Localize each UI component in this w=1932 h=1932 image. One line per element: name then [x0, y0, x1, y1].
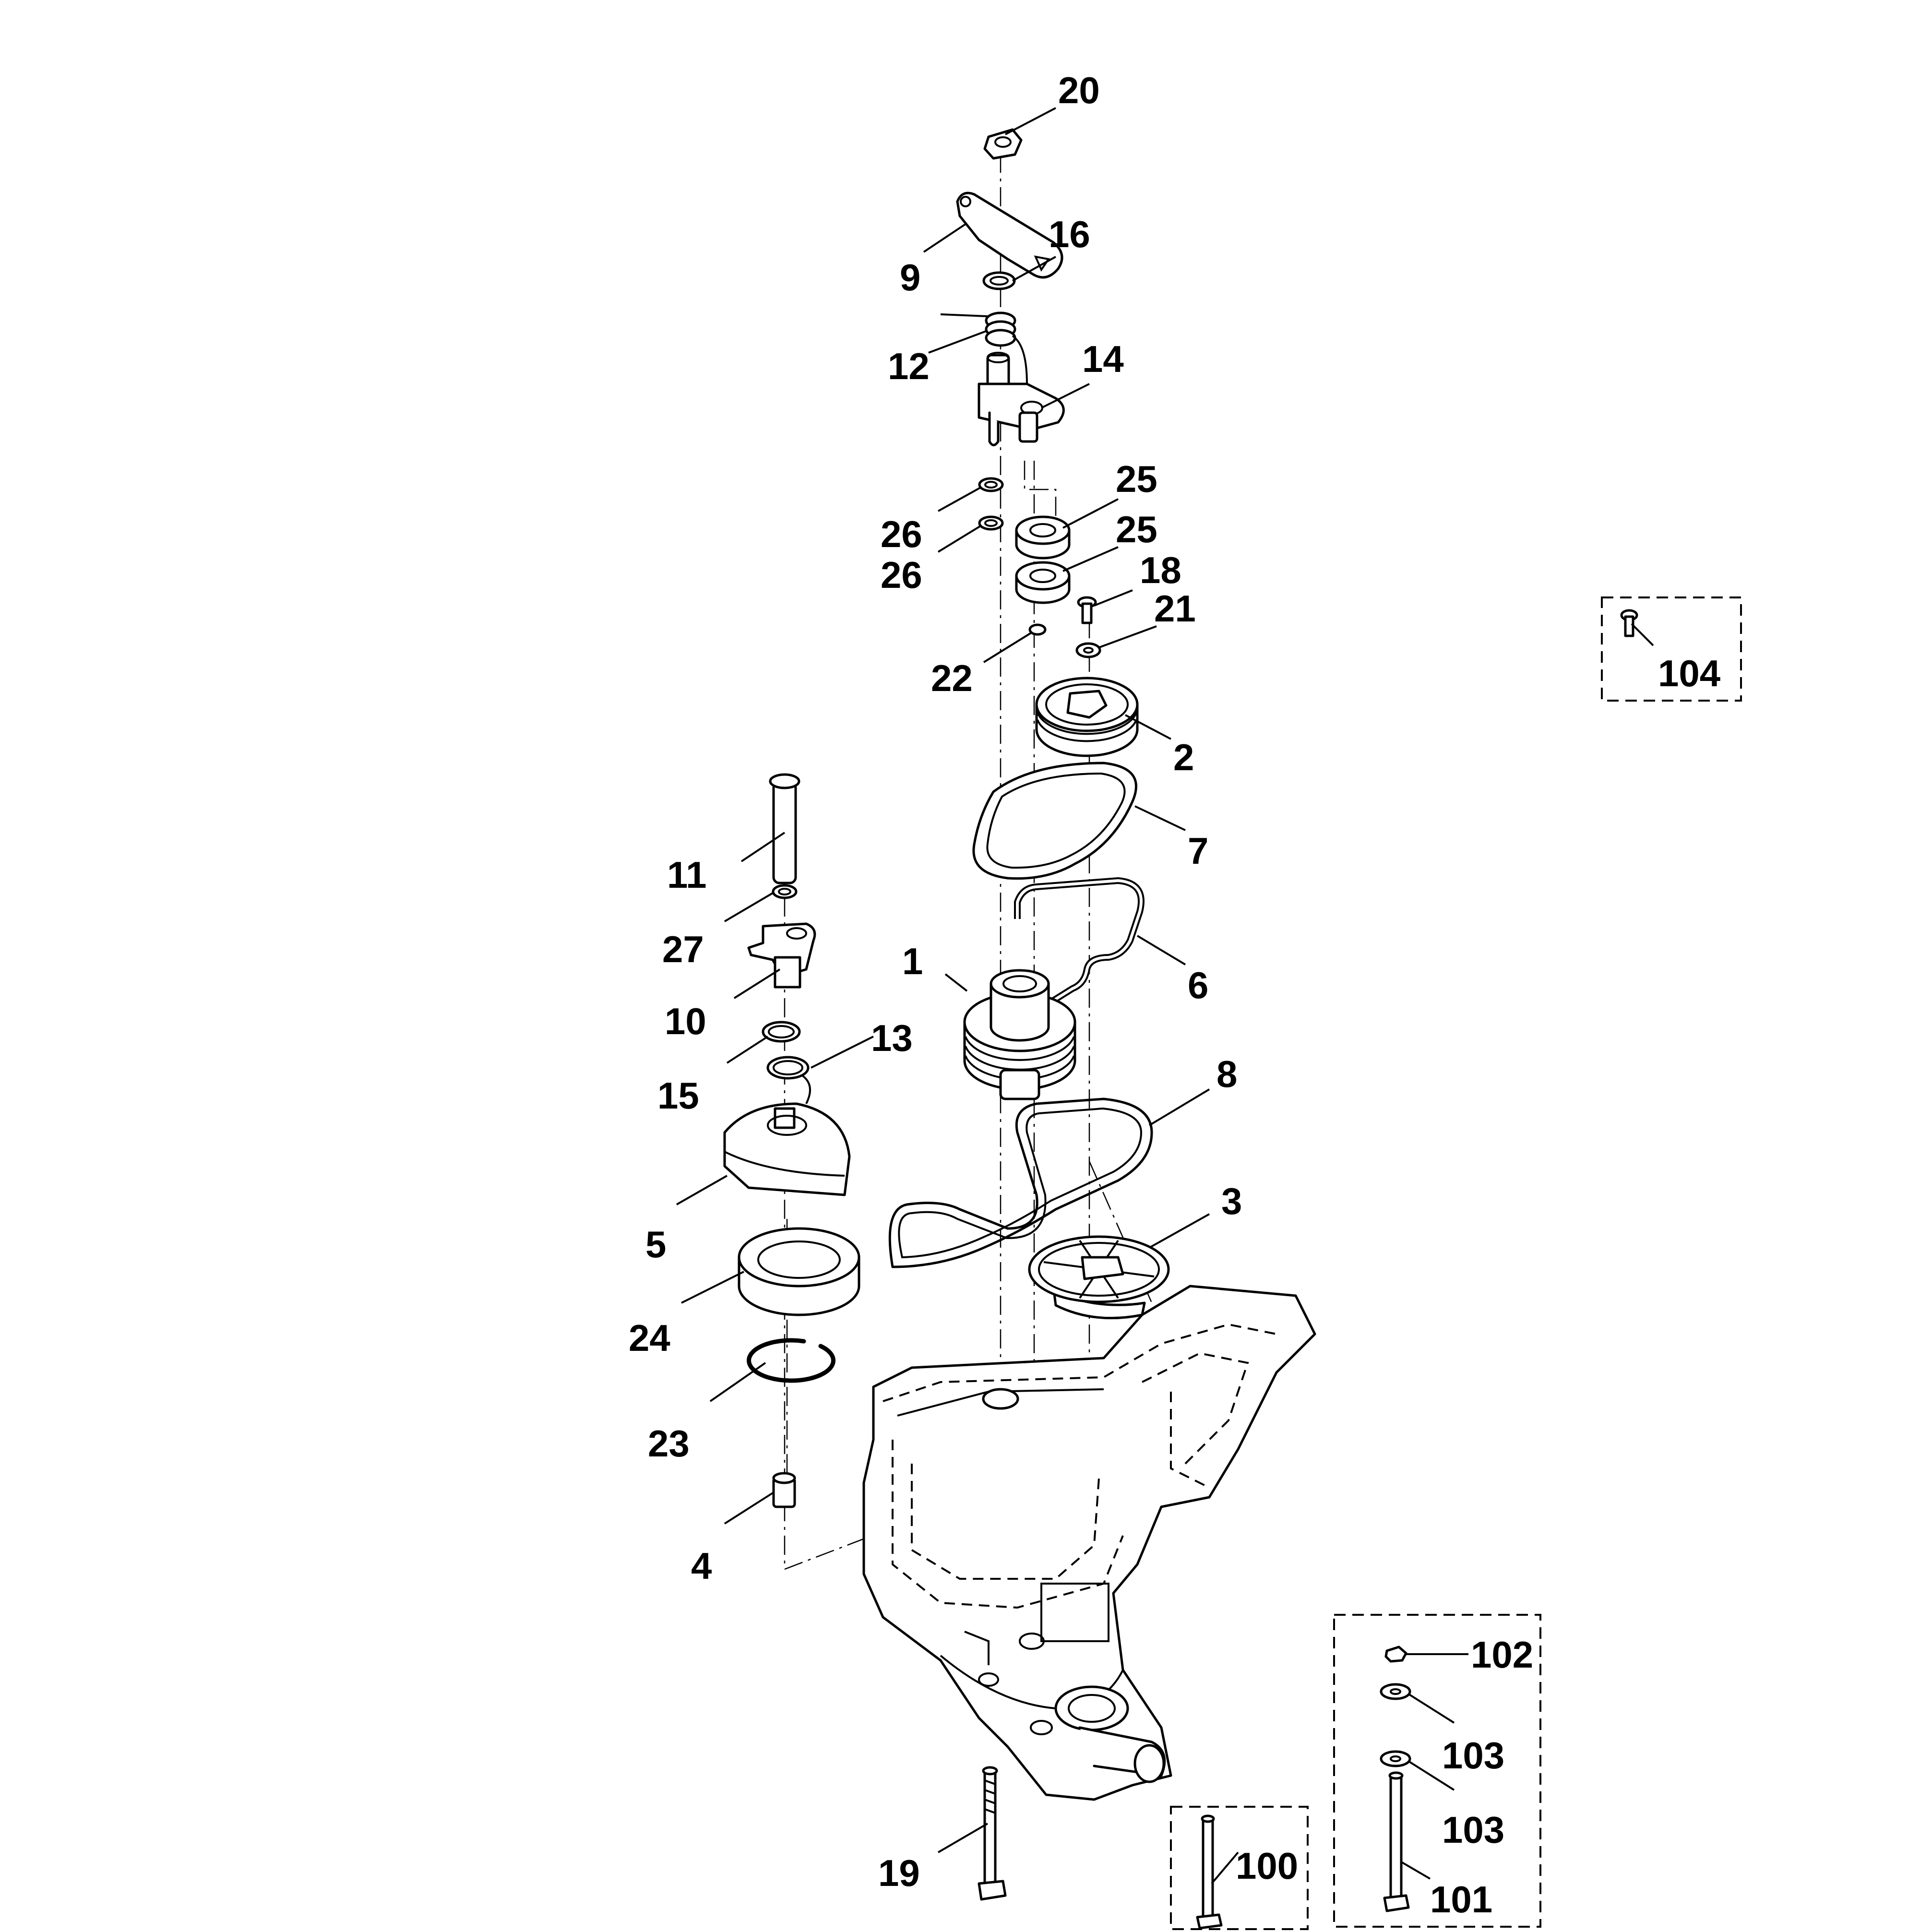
callout-1: 1	[902, 940, 923, 982]
part-8-belt	[888, 1097, 1153, 1268]
part-25-bearings	[1015, 515, 1071, 604]
callout-103: 103	[1442, 1809, 1504, 1851]
part-24-bearing	[738, 1227, 860, 1316]
callout-3: 3	[1221, 1180, 1242, 1222]
callout-9: 9	[900, 256, 920, 298]
part-21-washer	[1075, 642, 1101, 658]
callout-27: 27	[662, 928, 704, 970]
part-7-belt	[972, 762, 1137, 880]
leader-lines	[676, 107, 1654, 1884]
box-104	[1601, 596, 1742, 702]
callout-5: 5	[645, 1223, 666, 1265]
part-13-spring	[766, 1056, 811, 1104]
part-18-bolt	[1077, 596, 1097, 624]
part-22-clip	[1028, 623, 1047, 636]
callout-10: 10	[665, 1000, 706, 1042]
part-14-idler-arm	[978, 352, 1065, 446]
part-12-spring	[940, 311, 1028, 384]
callout-19: 19	[878, 1852, 920, 1894]
gearbox-housing	[862, 1285, 1316, 1801]
part-9-bracket	[956, 191, 1063, 279]
callout-100: 100	[1236, 1845, 1298, 1887]
part-26-o-rings	[978, 477, 1004, 531]
part-2-pulley	[1035, 677, 1139, 757]
callout-15: 15	[657, 1074, 699, 1117]
callout-14: 14	[1082, 338, 1124, 380]
callout-20: 20	[1058, 69, 1100, 111]
part-6-wire-guide	[1014, 877, 1145, 1014]
callout-26: 26	[881, 554, 922, 596]
callout-18: 18	[1140, 549, 1181, 591]
callout-21: 21	[1154, 587, 1196, 630]
part-23-circlip	[747, 1338, 836, 1383]
part-19-bolt	[978, 1766, 1007, 1901]
callout-7: 7	[1188, 830, 1208, 872]
callout-23: 23	[648, 1422, 690, 1465]
callout-labels: 20 9 16 12 14 25 25 26 26 18 21 22 2 7 1…	[629, 69, 1720, 1920]
callout-4: 4	[691, 1545, 712, 1587]
part-11-pin	[769, 773, 800, 884]
callout-22: 22	[931, 657, 973, 699]
callout-6: 6	[1188, 964, 1208, 1006]
callout-101: 101	[1430, 1878, 1492, 1920]
callout-104: 104	[1658, 652, 1720, 694]
callout-102: 102	[1471, 1634, 1533, 1676]
callout-11: 11	[667, 854, 706, 896]
callout-25: 25	[1116, 508, 1157, 550]
callout-26: 26	[881, 513, 922, 555]
box-101-103	[1333, 1614, 1541, 1928]
part-10-holder	[747, 922, 816, 989]
callout-16: 16	[1049, 213, 1090, 255]
part-16-washer	[982, 271, 1016, 290]
part-5-cover	[723, 1102, 851, 1196]
callout-103: 103	[1442, 1734, 1504, 1777]
part-4-bushing	[772, 1472, 796, 1508]
callout-25: 25	[1116, 458, 1157, 500]
callout-13: 13	[871, 1017, 913, 1059]
callout-2: 2	[1173, 736, 1194, 778]
part-20-nut	[983, 128, 1023, 160]
part-1-hub-pulley	[963, 969, 1076, 1100]
box-100	[1170, 1806, 1309, 1930]
callout-8: 8	[1216, 1053, 1237, 1095]
part-15-ring	[762, 1021, 801, 1043]
part-3-lower-pulley	[1028, 1235, 1170, 1320]
part-27-o-ring	[772, 884, 798, 899]
callout-24: 24	[629, 1317, 670, 1359]
callout-12: 12	[888, 345, 930, 387]
